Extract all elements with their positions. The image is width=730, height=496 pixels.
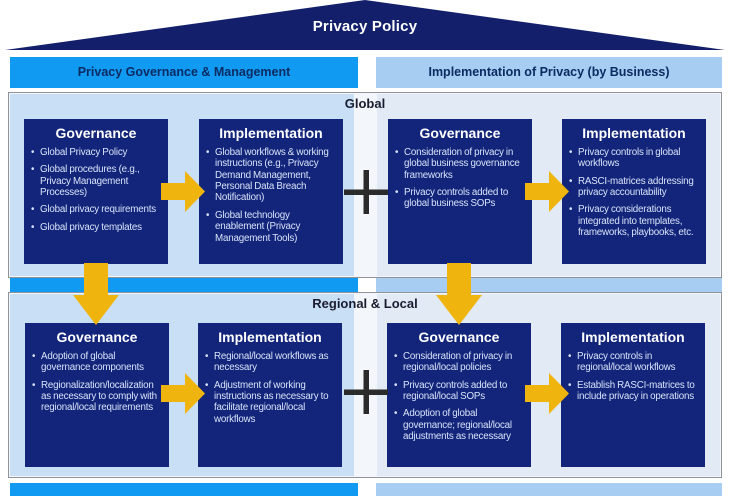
- bullet-list: Regional/local workflows as necessary Ad…: [205, 351, 337, 425]
- header-right-label: Implementation of Privacy (by Business): [428, 65, 670, 79]
- box-title: Governance: [55, 125, 137, 141]
- bullet-item: RASCI-matrices addressing privacy accoun…: [569, 176, 701, 199]
- right-arrow-icon: [161, 171, 205, 212]
- right-arrow-icon: [161, 373, 205, 414]
- global-right-implementation-box: Implementation Privacy controls in globa…: [562, 119, 706, 264]
- left-column-band-mid: [10, 278, 358, 292]
- down-arrow-icon: [436, 263, 482, 325]
- global-left-implementation-box: Implementation Global workflows & workin…: [199, 119, 343, 264]
- down-arrow-icon: [73, 263, 119, 325]
- header-left-label: Privacy Governance & Management: [77, 65, 291, 79]
- plus-icon: [344, 170, 388, 214]
- bullet-item: Global privacy templates: [31, 222, 163, 234]
- bullet-list: Global Privacy Policy Global procedures …: [31, 147, 163, 234]
- bullet-item: Privacy controls in regional/local workf…: [568, 351, 700, 374]
- bullet-item: Establish RASCI-matrices to include priv…: [568, 380, 700, 403]
- bullet-item: Adjustment of working instructions as ne…: [205, 380, 337, 425]
- right-column-band-mid: [376, 278, 722, 292]
- pyramid-title: Privacy Policy: [312, 18, 418, 35]
- box-title: Implementation: [582, 125, 686, 141]
- bullet-list: Privacy controls in regional/local workf…: [568, 351, 700, 402]
- bullet-item: Adoption of global governance; regional/…: [394, 408, 526, 442]
- box-title: Implementation: [219, 125, 323, 141]
- regional-right-implementation-box: Implementation Privacy controls in regio…: [561, 323, 705, 467]
- bullet-item: Consideration of privacy in global busin…: [395, 147, 527, 181]
- header-implementation-of-privacy: Implementation of Privacy (by Business): [376, 57, 722, 88]
- right-arrow-icon: [525, 171, 569, 212]
- global-panel-title: Global: [344, 96, 386, 111]
- global-left-governance-box: Governance Global Privacy Policy Global …: [24, 119, 168, 264]
- bullet-item: Privacy considerations integrated into t…: [569, 204, 701, 238]
- bullet-list: Privacy controls in global workflows RAS…: [569, 147, 701, 239]
- bullet-item: Adoption of global governance components: [32, 351, 164, 374]
- regional-left-implementation-box: Implementation Regional/local workflows …: [198, 323, 342, 467]
- regional-local-panel-title: Regional & Local: [312, 296, 418, 311]
- right-column-band-bottom: [376, 483, 722, 496]
- bullet-item: Privacy controls in global workflows: [569, 147, 701, 170]
- plus-icon: [344, 370, 388, 414]
- bullet-list: Consideration of privacy in global busin…: [395, 147, 527, 210]
- bullet-item: Global Privacy Policy: [31, 147, 163, 159]
- box-title: Implementation: [218, 329, 322, 345]
- bullet-item: Global workflows & working instructions …: [206, 147, 338, 204]
- right-arrow-icon: [525, 373, 569, 414]
- bullet-item: Regional/local workflows as necessary: [205, 351, 337, 374]
- bullet-list: Consideration of privacy in regional/loc…: [394, 351, 526, 443]
- box-title: Governance: [418, 329, 500, 345]
- regional-right-governance-box: Governance Consideration of privacy in r…: [387, 323, 531, 467]
- bullet-list: Global workflows & working instructions …: [206, 147, 338, 244]
- bullet-item: Global technology enablement (Privacy Ma…: [206, 210, 338, 244]
- bullet-item: Regionalization/localization as necessar…: [32, 380, 164, 414]
- global-right-governance-box: Governance Consideration of privacy in g…: [388, 119, 532, 264]
- bullet-list: Adoption of global governance components…: [32, 351, 164, 414]
- box-title: Governance: [419, 125, 501, 141]
- regional-left-governance-box: Governance Adoption of global governance…: [25, 323, 169, 467]
- box-title: Implementation: [581, 329, 685, 345]
- bullet-item: Privacy controls added to regional/local…: [394, 380, 526, 403]
- bullet-item: Privacy controls added to global busines…: [395, 187, 527, 210]
- box-title: Governance: [56, 329, 138, 345]
- left-column-band-bottom: [10, 483, 358, 496]
- bullet-item: Global privacy requirements: [31, 204, 163, 216]
- bullet-item: Consideration of privacy in regional/loc…: [394, 351, 526, 374]
- bullet-item: Global procedures (e.g., Privacy Managem…: [31, 164, 163, 198]
- header-privacy-governance-management: Privacy Governance & Management: [10, 57, 358, 88]
